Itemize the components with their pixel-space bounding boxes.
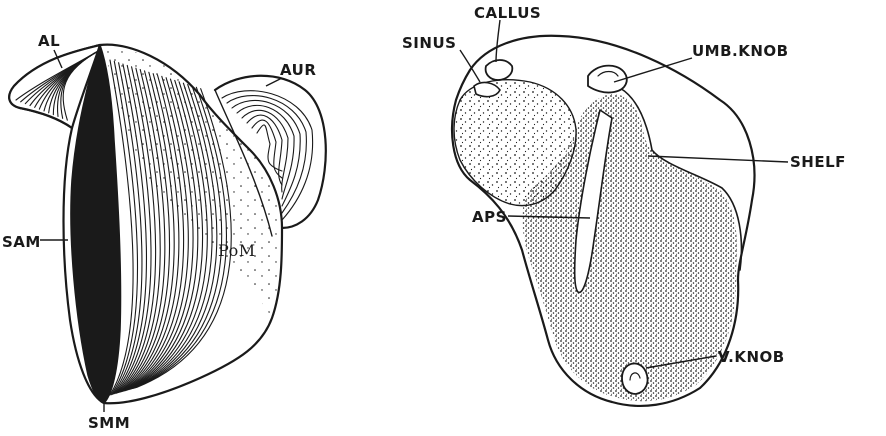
label-v-knob: V.KNOB (718, 348, 785, 366)
label-shelf: SHELF (790, 153, 846, 171)
label-smm: SMM (88, 414, 130, 432)
label-aps: APS (472, 208, 507, 226)
umbonal-knob (588, 66, 627, 93)
left-shell-exterior (9, 45, 326, 404)
ventral-knob (622, 363, 648, 394)
label-pom: PoM (218, 241, 256, 260)
label-sinus: SINUS (402, 34, 456, 52)
label-callus: CALLUS (474, 4, 541, 22)
label-al: AL (38, 32, 60, 50)
label-aur: AUR (280, 61, 316, 79)
callus (486, 60, 513, 80)
label-sam: SAM (2, 233, 41, 251)
label-umb-knob: UMB.KNOB (692, 42, 789, 60)
